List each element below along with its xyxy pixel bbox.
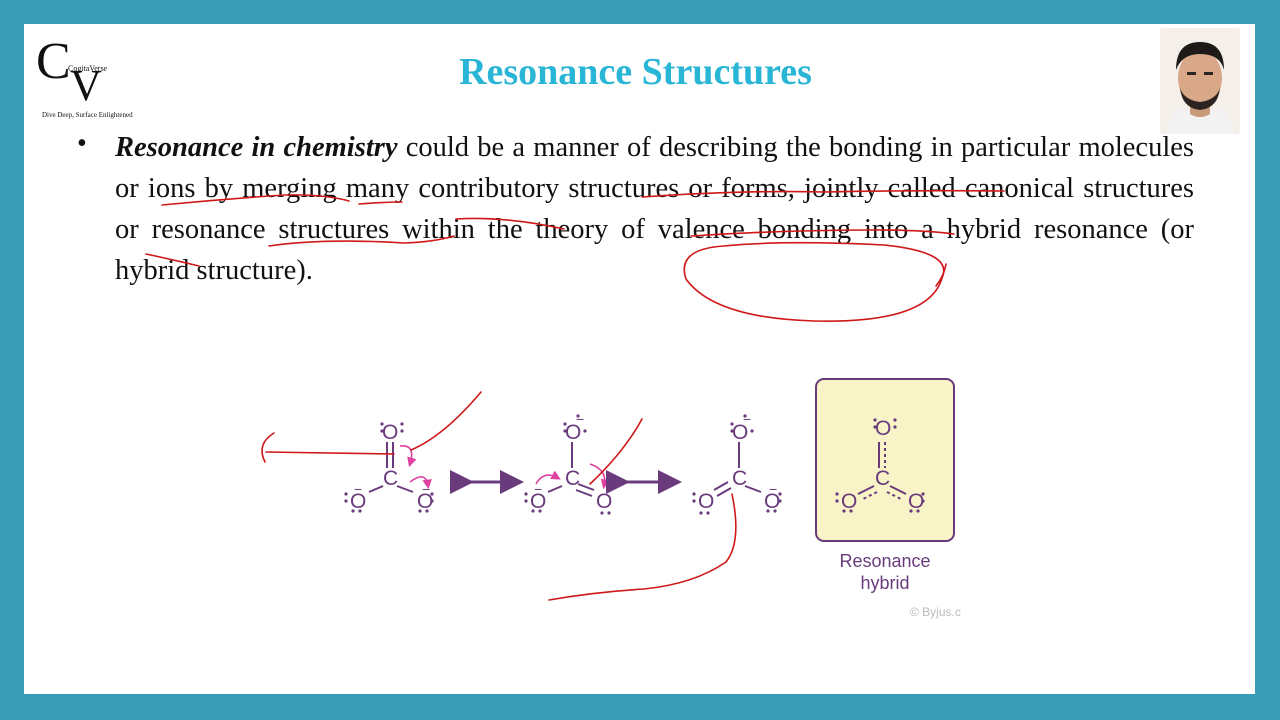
presenter-photo <box>1160 28 1240 134</box>
atom-label: O <box>764 490 780 513</box>
atom-label: C <box>875 467 890 490</box>
atom-label: O <box>698 490 714 513</box>
hybrid-structure: O C O O <box>835 417 925 513</box>
atom-label: O <box>841 490 857 513</box>
charge-label: − <box>354 481 362 497</box>
curved-arrow-icon <box>409 476 432 490</box>
atom-label: O <box>417 490 433 513</box>
logo-tagline: Dive Deep, Surface Enlightened <box>42 111 133 119</box>
atom-label: O <box>382 421 398 444</box>
atom-label: O <box>350 490 366 513</box>
atom-label: O <box>565 421 581 444</box>
hybrid-label-line2: hybrid <box>860 573 910 593</box>
curved-arrow-icon <box>589 463 611 490</box>
atom-label: O <box>732 421 748 444</box>
slide: C V CogitaVerse Dive Deep, Surface Enlig… <box>24 24 1255 694</box>
atom-label: O <box>908 490 924 513</box>
curved-arrow-icon <box>535 470 561 485</box>
atom-label: O <box>596 490 612 513</box>
bullet-term: Resonance in chemistry <box>115 132 398 163</box>
hybrid-label: Resonance hybrid <box>820 550 950 594</box>
bullet-marker: • <box>77 128 87 159</box>
hybrid-label-line1: Resonance <box>839 551 931 571</box>
charge-label: − <box>743 411 751 427</box>
atom-label: C <box>732 467 747 490</box>
atom-label: O <box>530 490 546 513</box>
charge-label: − <box>769 481 777 497</box>
atom-label: C <box>383 467 398 490</box>
logo-letter-c: C <box>36 33 71 90</box>
image-credit: © Byjus.c <box>910 605 961 619</box>
charge-label: − <box>576 411 584 427</box>
structure-2: O C O O − − <box>524 411 612 515</box>
resonance-diagram: O C O O − − O C O O − − <box>145 189 1005 601</box>
structure-1: O C O O − − <box>344 421 434 513</box>
logo-name: CogitaVerse <box>68 64 108 73</box>
cogitaverse-logo: C V CogitaVerse Dive Deep, Surface Enlig… <box>32 34 152 124</box>
slide-title: Resonance Structures <box>459 51 812 93</box>
logo-letter-v: V <box>70 61 102 110</box>
structure-3: O C O O − − <box>692 411 782 515</box>
resonance-hybrid-box <box>815 378 955 542</box>
bullet-paragraph: Resonance in chemistry could be a manner… <box>115 127 1194 291</box>
charge-label: − <box>534 481 542 497</box>
curved-arrow-icon <box>399 445 417 468</box>
charge-label: − <box>422 481 430 497</box>
atom-label: O <box>875 417 891 440</box>
atom-label: C <box>565 467 580 490</box>
